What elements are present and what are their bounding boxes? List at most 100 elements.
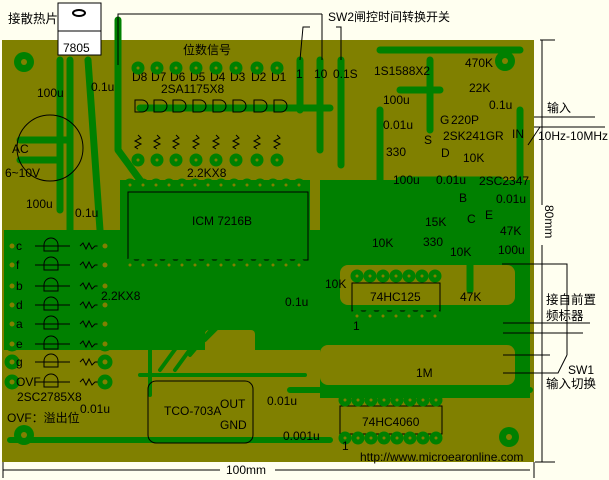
segment-label: g (16, 355, 23, 369)
ic-pin (214, 178, 228, 192)
ic-pin (201, 178, 215, 192)
prescaler-label-2: 频标器 (546, 309, 584, 323)
ic-pin (338, 393, 352, 407)
resistor-symbol (35, 319, 104, 329)
resistor-symbol (35, 241, 104, 251)
resistor-symbol (35, 339, 104, 349)
prescaler-label-1: 接自前置 (546, 292, 596, 307)
transistor-symbol (212, 99, 227, 113)
transistor-symbol (153, 99, 168, 113)
fet-label: 2SK241GR (443, 129, 504, 143)
ic-pin (240, 258, 254, 272)
pad (270, 61, 284, 75)
sw2-pos2: 10 (314, 67, 328, 81)
sw1-label: SW1 (568, 363, 594, 377)
ic-pin (162, 178, 176, 192)
digit-transistors-label: 2SA1175X8 (161, 82, 224, 96)
ic-pin (402, 269, 416, 283)
transistor-symbol (253, 99, 268, 113)
sw1-desc: 输入切换 (546, 376, 597, 391)
copper-traces (4, 16, 533, 455)
ic-pin (415, 309, 429, 323)
pad (97, 316, 113, 332)
transistor-symbol (43, 315, 59, 330)
ic-pin (363, 269, 377, 283)
ic-pin (364, 393, 378, 407)
sw2-pos1: 1 (296, 67, 303, 81)
ic-pin (279, 258, 293, 272)
resistor-symbol (252, 134, 262, 150)
segment-label: c (16, 239, 22, 253)
ic-pin (123, 258, 137, 272)
pad (189, 61, 203, 75)
base-label: B (459, 191, 467, 205)
pin1-label: 1 (353, 319, 360, 333)
ic-pin (266, 258, 280, 272)
r-label: 47K (500, 224, 521, 238)
resistor-symbol (35, 300, 104, 310)
pad (169, 61, 183, 75)
ic-pin (136, 178, 150, 192)
segment-label: d (16, 298, 23, 312)
digit-resistors-label: 2.2KX8 (187, 166, 227, 180)
pad (4, 278, 20, 294)
pad (250, 153, 264, 167)
ic-pin (350, 309, 364, 323)
transistor-symbol (273, 99, 288, 113)
ic-pin (403, 431, 417, 445)
cap-label: 100u (37, 86, 64, 100)
segment-label: e (16, 337, 23, 351)
ic-pin (201, 258, 215, 272)
website-link[interactable]: http://www.microearonline.com (360, 450, 523, 464)
transistor-label: 2SC2347 (479, 174, 529, 188)
ic-pin (428, 269, 442, 283)
regulator-7805 (57, 2, 102, 56)
pad (250, 61, 264, 75)
ic-pin (266, 178, 280, 192)
ac-label: AC (12, 142, 29, 156)
cap-label: 100u (26, 197, 53, 211)
ic-pin (377, 431, 391, 445)
transistor-symbol (232, 99, 247, 113)
cap-label: 0.01u (436, 173, 466, 187)
cap-label: 100u (393, 173, 420, 187)
main-ic-label: ICM 7216B (192, 214, 252, 228)
transistor-symbol (43, 353, 59, 368)
pad (229, 153, 243, 167)
r-label: 15K (425, 215, 446, 229)
ic-pin (363, 309, 377, 323)
transistor-symbol (172, 99, 187, 113)
input-range-label: 10Hz-10MHz (538, 129, 608, 143)
ic-pin (227, 178, 241, 192)
ic-pin (416, 431, 430, 445)
ic-pin (188, 178, 202, 192)
transistor-symbol (43, 335, 59, 350)
ic-pin (279, 178, 293, 192)
pad (4, 257, 20, 273)
cap-label: 100u (383, 93, 410, 107)
sw2-pos3: 0.1S (333, 67, 358, 81)
ic-pin (123, 178, 137, 192)
pad (4, 354, 20, 370)
cap-label: 0.1u (285, 295, 308, 309)
buffer-ic-label: 74HC125 (370, 290, 421, 304)
pad (97, 238, 113, 254)
transistor-symbol (43, 373, 59, 388)
74hc4060-outline (339, 405, 443, 435)
pad (150, 153, 164, 167)
cap-label: 0.001u (283, 429, 320, 443)
gate-label: G (440, 113, 449, 127)
pad (97, 278, 113, 294)
pad (229, 61, 243, 75)
regulator-label: 7805 (63, 41, 90, 55)
transistor-symbol (43, 296, 59, 311)
segment-transistors-label: 2SC2785X8 (17, 390, 82, 404)
input-label: 输入 (547, 100, 571, 115)
ic-pin (253, 178, 267, 192)
r-label: 470K (465, 56, 493, 70)
digit-signal-label: 位数信号 (183, 42, 231, 57)
r-label: 10K (450, 245, 471, 259)
ic-pin (390, 393, 404, 407)
ic-pin (402, 309, 416, 323)
